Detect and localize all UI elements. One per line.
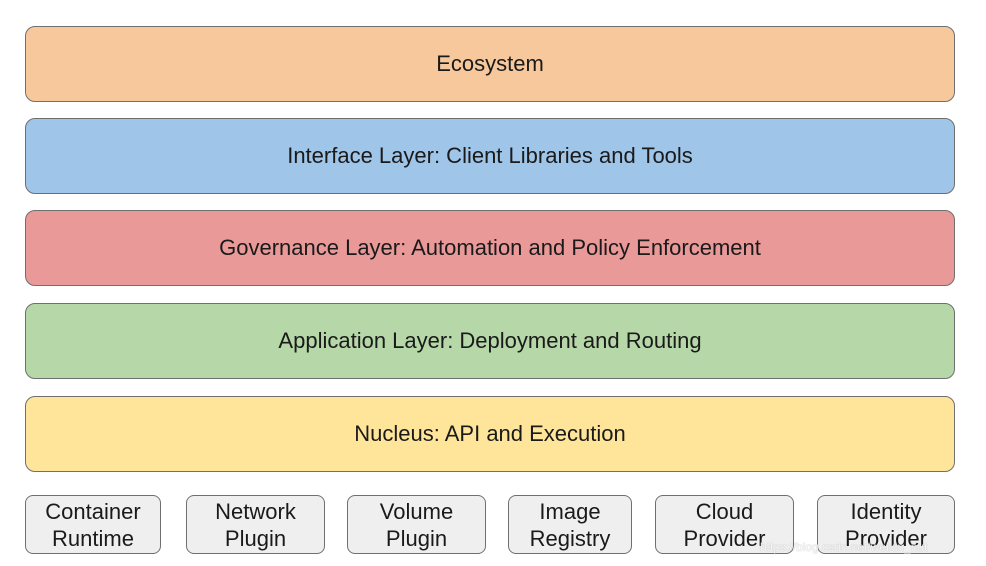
plugin-label-line1: Cloud bbox=[695, 498, 754, 524]
plugin-label-line2: Provider bbox=[683, 525, 766, 551]
layer-label: Governance Layer: Automation and Policy … bbox=[219, 235, 761, 260]
watermark-text: https://blog.csdn.net/weixin_nut bbox=[760, 540, 928, 554]
plugin-label-line2: Plugin bbox=[385, 525, 448, 551]
plugin-volume-plugin: Volume Plugin bbox=[347, 495, 486, 554]
plugin-label-line1: Image bbox=[539, 498, 601, 524]
plugin-label-line2: Provider bbox=[845, 525, 927, 551]
layer-application: Application Layer: Deployment and Routin… bbox=[25, 303, 955, 379]
plugin-network-plugin: Network Plugin bbox=[186, 495, 325, 554]
layer-ecosystem: Ecosystem bbox=[25, 26, 955, 102]
layer-label: Nucleus: API and Execution bbox=[354, 421, 626, 446]
plugin-label-line1: Network bbox=[215, 498, 296, 524]
plugin-label-line1: Volume bbox=[379, 498, 454, 524]
layer-label: Interface Layer: Client Libraries and To… bbox=[287, 143, 693, 168]
plugin-image-registry: Image Registry bbox=[508, 495, 632, 554]
layer-label: Application Layer: Deployment and Routin… bbox=[278, 328, 702, 353]
plugin-label-line2: Plugin bbox=[224, 525, 287, 551]
layer-governance: Governance Layer: Automation and Policy … bbox=[25, 210, 955, 286]
layer-nucleus: Nucleus: API and Execution bbox=[25, 396, 955, 472]
layer-interface: Interface Layer: Client Libraries and To… bbox=[25, 118, 955, 194]
plugin-label-line2: Runtime bbox=[52, 525, 134, 551]
plugin-label-line2: Registry bbox=[529, 525, 611, 551]
plugin-identity-provider: Identity Provider bbox=[817, 495, 955, 554]
layer-label: Ecosystem bbox=[436, 51, 544, 76]
plugin-label-line1: Container bbox=[45, 498, 141, 524]
plugin-label-line1: Identity bbox=[850, 498, 922, 524]
plugin-container-runtime: Container Runtime bbox=[25, 495, 161, 554]
plugin-cloud-provider: Cloud Provider bbox=[655, 495, 794, 554]
